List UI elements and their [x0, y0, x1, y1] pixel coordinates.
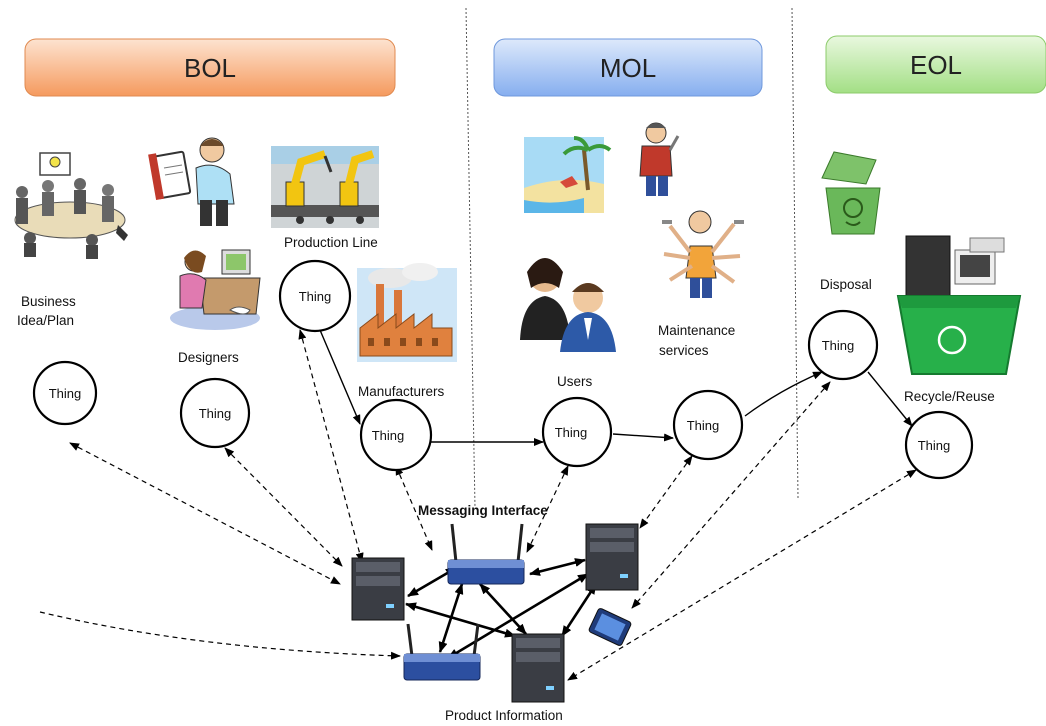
- server-icon: [511, 633, 565, 703]
- phase-mol-label: MOL: [600, 53, 656, 83]
- designer-tablet-icon: [148, 137, 235, 226]
- phase-header-eol: EOL: [825, 35, 1046, 94]
- phase-bol-label: BOL: [184, 53, 236, 83]
- meeting-people-icon: [14, 152, 128, 259]
- router-icon: [403, 623, 481, 681]
- label-services: services: [659, 343, 709, 358]
- label-disposal: Disposal: [820, 277, 872, 292]
- phase-eol-label: EOL: [910, 50, 962, 80]
- thing-label: Thing: [299, 289, 332, 304]
- thing-node-maintenance[interactable]: Thing: [672, 389, 744, 461]
- thing-node-production-line[interactable]: Thing: [278, 259, 352, 333]
- thing-node-recycle[interactable]: Thing: [904, 410, 974, 480]
- thing-nodes: Thing Thing Thing Thing Thing Thing Thin…: [32, 259, 974, 480]
- thing-label: Thing: [49, 386, 82, 401]
- designer-desk-icon: [170, 249, 261, 330]
- label-designers: Designers: [178, 350, 239, 365]
- smartphone-icon: [588, 608, 632, 646]
- users-icon: [520, 258, 616, 352]
- label-product-information: Product Information: [445, 708, 563, 723]
- thing-label: Thing: [555, 425, 588, 440]
- recycle-bin-icon: [821, 151, 881, 235]
- beach-icon: [524, 136, 612, 213]
- phase-header-bol: BOL: [24, 38, 396, 97]
- thing-node-users[interactable]: Thing: [541, 396, 613, 468]
- label-messaging-interface: Messaging Interface: [418, 503, 548, 518]
- server-icon: [351, 557, 405, 621]
- thing-label: Thing: [687, 418, 720, 433]
- thing-node-designers[interactable]: Thing: [179, 377, 251, 449]
- thing-node-manufacturers[interactable]: Thing: [359, 398, 433, 472]
- robot-arms-icon: [271, 146, 379, 228]
- phase-header-mol: MOL: [493, 38, 763, 97]
- label-idea-plan: Idea/Plan: [17, 313, 74, 328]
- network-links: [405, 558, 598, 660]
- thing-label: Thing: [918, 438, 951, 453]
- e-waste-bin-icon: [896, 235, 1022, 375]
- label-users: Users: [557, 374, 593, 389]
- mechanic-icon: [639, 122, 680, 196]
- thing-node-business[interactable]: Thing: [32, 360, 98, 426]
- label-production-line: Production Line: [284, 235, 378, 250]
- factory-icon: [357, 263, 457, 362]
- thing-label: Thing: [199, 406, 232, 421]
- multi-arm-technician-icon: [662, 210, 744, 298]
- label-manufacturers: Manufacturers: [358, 384, 445, 399]
- label-maintenance: Maintenance: [658, 323, 735, 338]
- divider-bol-mol: [465, 7, 476, 509]
- label-business: Business: [21, 294, 76, 309]
- data-exchange-arrows: [39, 329, 917, 681]
- label-recycle-reuse: Recycle/Reuse: [904, 389, 995, 404]
- thing-node-disposal[interactable]: Thing: [807, 309, 879, 381]
- server-icon: [585, 523, 639, 591]
- thing-label: Thing: [822, 338, 855, 353]
- thing-label: Thing: [372, 428, 405, 443]
- router-icon: [447, 523, 525, 585]
